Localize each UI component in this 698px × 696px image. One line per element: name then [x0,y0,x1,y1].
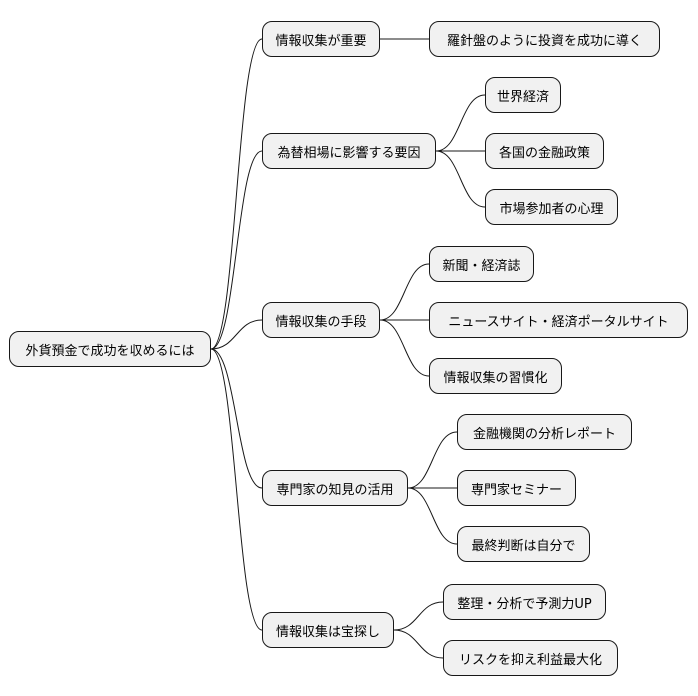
branch-node-expert-knowledge: 専門家の知見の活用 [262,470,408,506]
branch-node-info-important: 情報収集が重要 [262,21,380,57]
edge-branch-3-leaf-2 [407,487,458,545]
edge-root-branch-3 [210,348,263,489]
edge-branch-2-leaf-2 [379,319,430,377]
edge-branch-4-leaf-1 [393,629,444,659]
leaf-node-newspapers: 新聞・経済誌 [429,246,534,282]
edge-branch-4-leaf-0 [393,601,444,631]
edge-root-branch-0 [210,38,263,350]
leaf-node-news-sites: ニュースサイト・経済ポータルサイト [429,302,688,338]
leaf-node-info-habit: 情報収集の習慣化 [429,358,562,394]
leaf-node-organize-analyze: 整理・分析で予測力UP [443,584,606,620]
edge-branch-1-leaf-0 [435,94,486,152]
branch-node-info-means: 情報収集の手段 [262,302,380,338]
leaf-node-own-judgment: 最終判断は自分で [457,526,590,562]
edge-root-branch-2 [210,319,263,350]
edge-branch-2-leaf-0 [379,263,430,321]
branch-node-treasure-hunt: 情報収集は宝探し [262,612,394,648]
leaf-node-analysis-reports: 金融機関の分析レポート [457,414,632,450]
leaf-node-market-psychology: 市場参加者の心理 [485,189,618,225]
leaf-node-expert-seminars: 専門家セミナー [457,470,576,506]
leaf-node-world-economy: 世界経済 [485,77,561,113]
leaf-node-compass: 羅針盤のように投資を成功に導く [429,21,660,57]
edge-branch-3-leaf-0 [407,431,458,489]
edge-branch-1-leaf-2 [435,150,486,208]
leaf-node-risk-profit: リスクを抑え利益最大化 [443,640,618,676]
edge-root-branch-4 [210,348,263,631]
branch-node-exchange-factors: 為替相場に影響する要因 [262,133,436,169]
edge-root-branch-1 [210,150,263,350]
root-node: 外貨預金で成功を収めるには [9,331,211,367]
leaf-node-monetary-policy: 各国の金融政策 [485,133,604,169]
